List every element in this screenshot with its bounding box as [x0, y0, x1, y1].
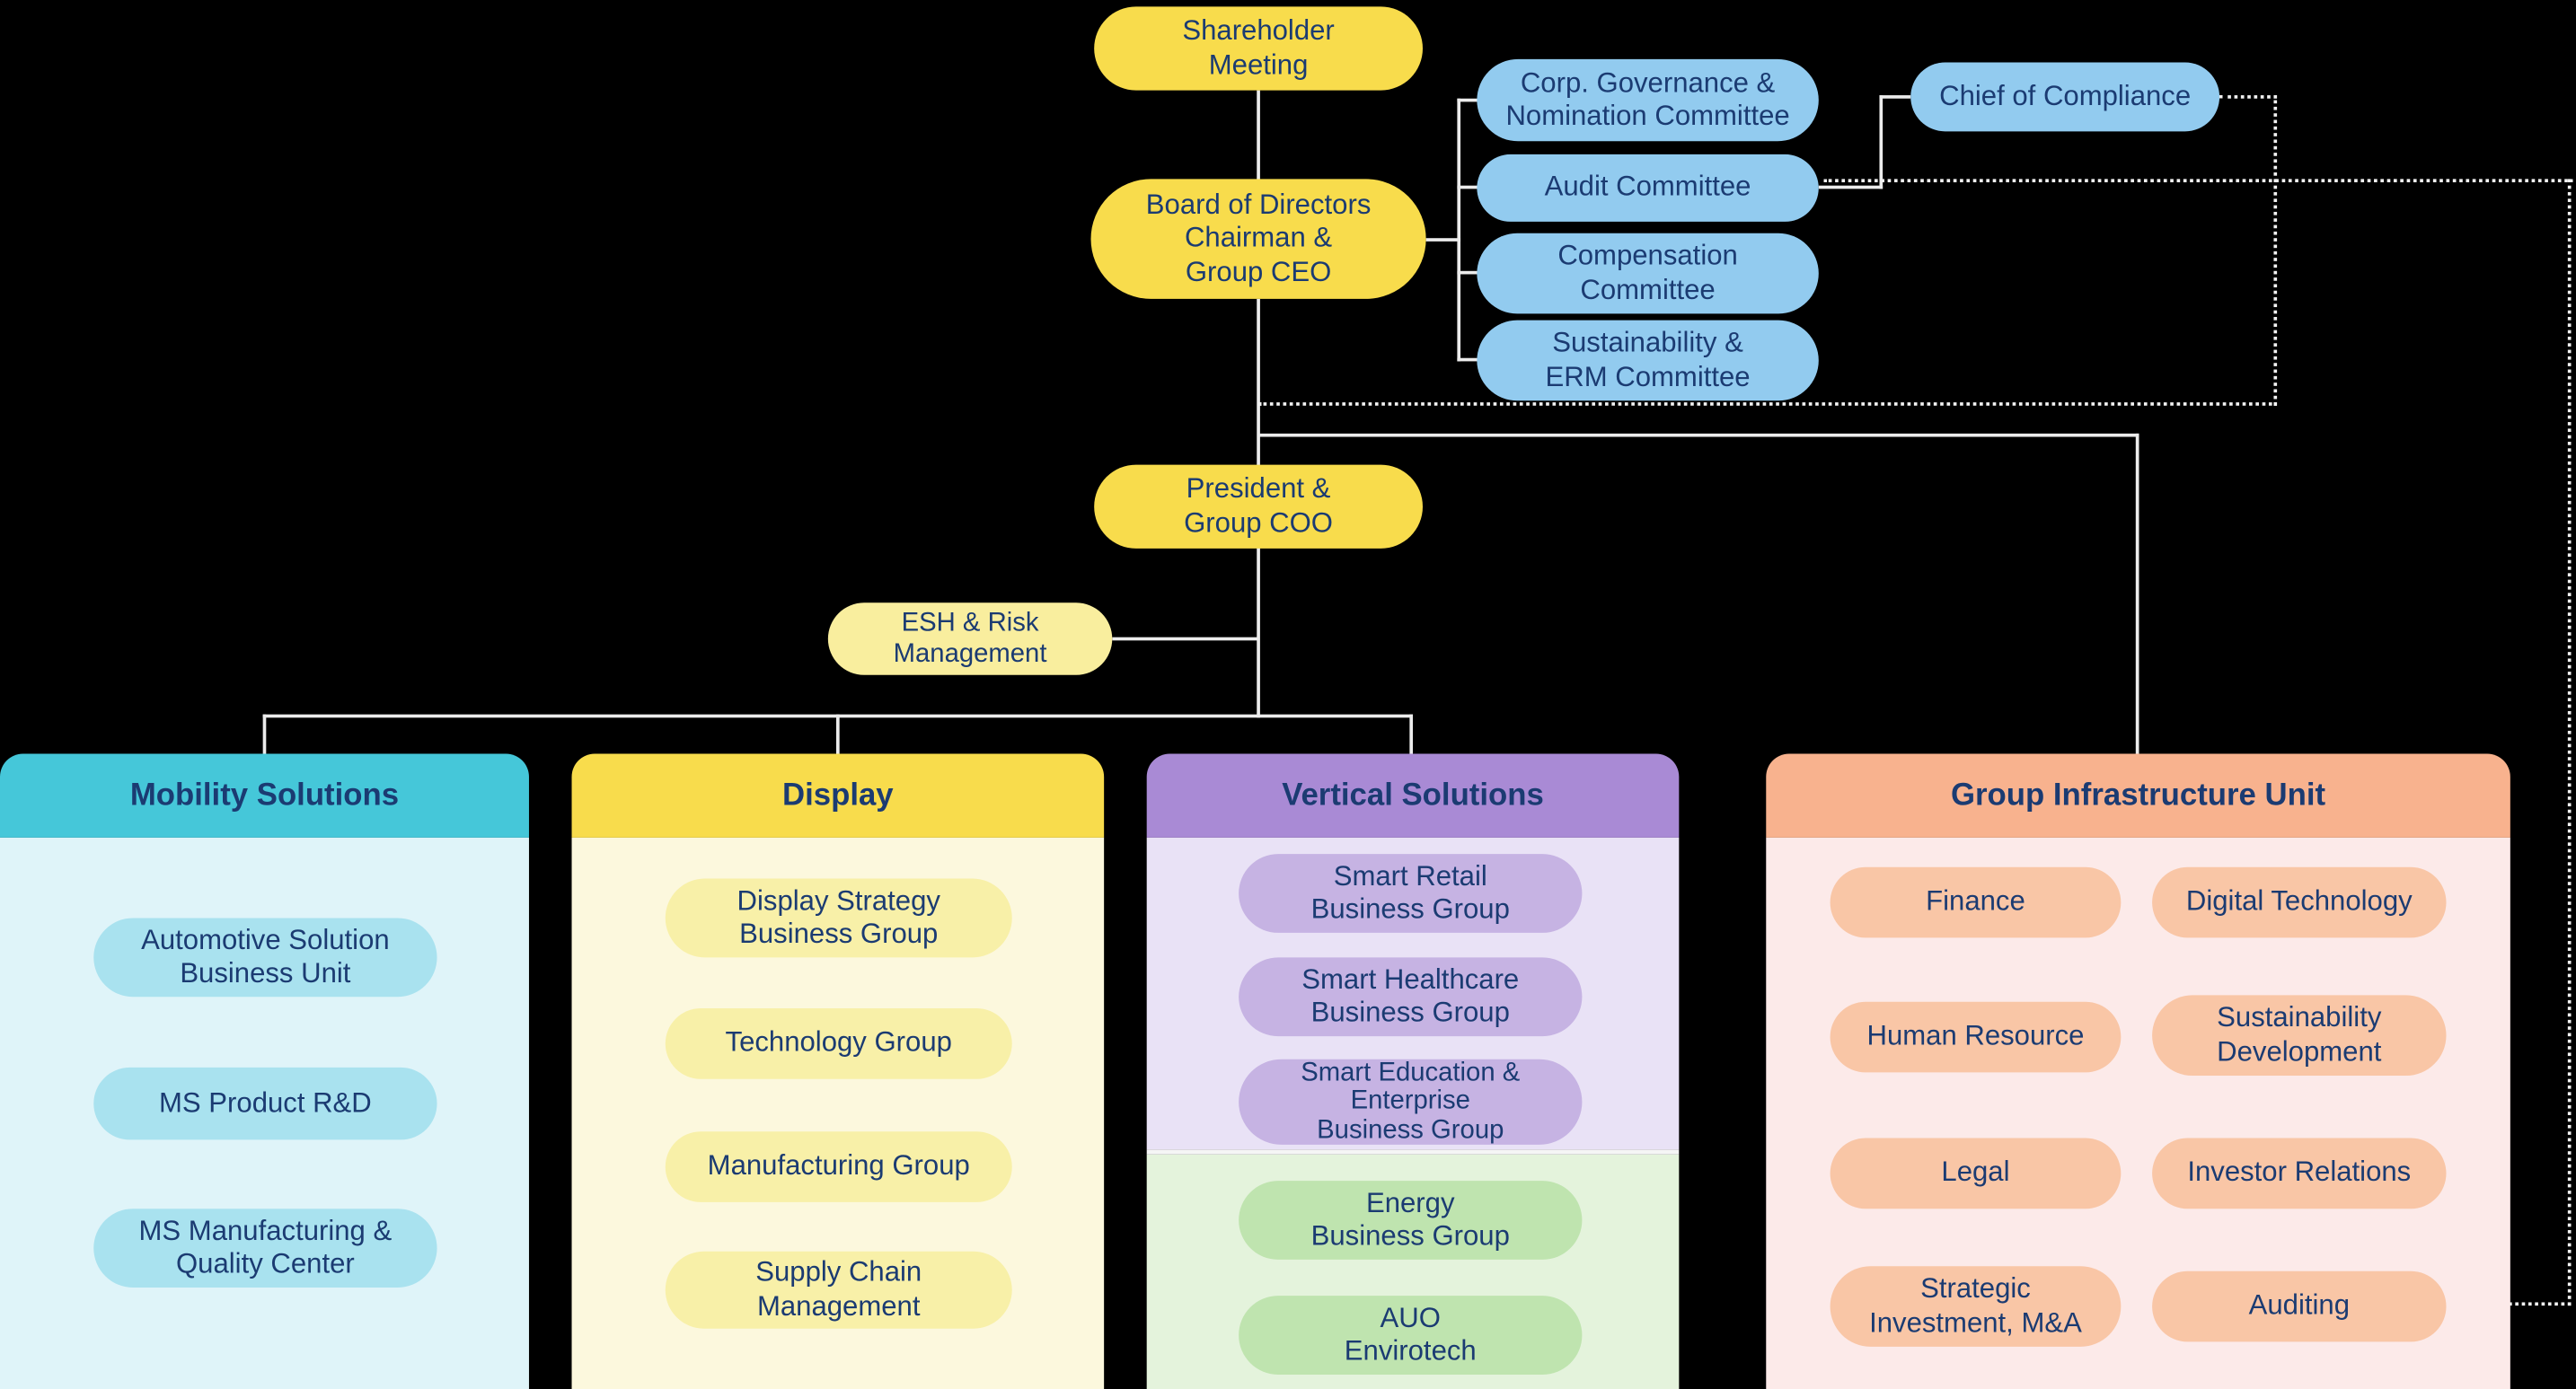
node-chief-of-compliance: Chief of Compliance	[1910, 62, 2220, 132]
node-compensation-committee: Compensation Committee	[1477, 233, 1819, 314]
node-esh-risk-management: ESH & Risk Management	[827, 602, 1113, 675]
unit-smart-retail-bg: Smart Retail Business Group	[1239, 854, 1583, 933]
connector-president-infra-h	[1258, 433, 2139, 437]
unit-strategic-investment-ma: Strategic Investment, M&A	[1830, 1266, 2122, 1347]
connector-drop-mobility	[262, 714, 267, 754]
connector-stub-sustainability	[1457, 357, 1479, 362]
node-sustainability-erm-committee: Sustainability & ERM Committee	[1477, 320, 1819, 401]
node-shareholder-meeting: Shareholder Meeting	[1094, 6, 1423, 91]
unit-digital-technology: Digital Technology	[2152, 866, 2447, 938]
connector-audit-elbow-v	[1879, 95, 1883, 189]
unit-ms-manufacturing-quality: MS Manufacturing & Quality Center	[93, 1209, 437, 1288]
unit-sustainability-development: Sustainability Development	[2152, 995, 2447, 1077]
connector-elbow-chief	[1879, 95, 1911, 99]
connector-president-infra-v	[2135, 433, 2139, 754]
dotted-chief-report-v	[2273, 95, 2278, 406]
connector-stub-audit	[1457, 185, 1479, 189]
unit-supply-chain-management: Supply Chain Management	[665, 1251, 1012, 1329]
unit-display-strategy-bg: Display Strategy Business Group	[665, 878, 1012, 958]
node-president-group-coo: President & Group COO	[1094, 464, 1423, 549]
connector-drop-display	[836, 714, 840, 754]
unit-automotive-solution-bu: Automotive Solution Business Unit	[93, 918, 437, 998]
unit-manufacturing-group: Manufacturing Group	[665, 1131, 1012, 1202]
unit-human-resource: Human Resource	[1830, 1001, 2122, 1073]
dotted-chief-stub	[2219, 95, 2278, 99]
mobility-solutions-header: Mobility Solutions	[0, 753, 529, 838]
unit-ms-product-rd: MS Product R&D	[93, 1067, 437, 1140]
node-board-of-directors: Board of Directors Chairman & Group CEO	[1090, 179, 1426, 299]
connector-stub-governance	[1457, 98, 1479, 102]
vertical-solutions-divider	[1146, 1149, 1680, 1155]
node-corp-governance-committee: Corp. Governance & Nomination Committee	[1477, 58, 1819, 142]
connector-committee-bracket	[1457, 98, 1461, 362]
unit-auditing: Auditing	[2152, 1270, 2447, 1342]
vertical-solutions-header: Vertical Solutions	[1146, 753, 1680, 838]
connector-audit-elbow-h	[1818, 185, 1883, 189]
dotted-chief-report-h	[1258, 402, 2278, 406]
unit-smart-education-enterprise-bg: Smart Education & Enterprise Business Gr…	[1239, 1059, 1583, 1145]
connector-esh	[1112, 637, 1259, 641]
unit-smart-healthcare-bg: Smart Healthcare Business Group	[1239, 957, 1583, 1037]
unit-auo-envirotech: AUO Envirotech	[1239, 1296, 1583, 1375]
dotted-audit-auditing-v	[2567, 179, 2572, 1306]
connector-shareholder-board	[1257, 90, 1260, 181]
unit-investor-relations: Investor Relations	[2152, 1138, 2447, 1209]
group-infrastructure-header: Group Infrastructure Unit	[1766, 753, 2510, 838]
unit-finance: Finance	[1830, 866, 2122, 938]
connector-stub-compensation	[1457, 270, 1479, 275]
connector-board-bracket	[1425, 238, 1461, 242]
unit-energy-bg: Energy Business Group	[1239, 1181, 1583, 1260]
unit-technology-group: Technology Group	[665, 1008, 1012, 1079]
node-audit-committee: Audit Committee	[1477, 154, 1819, 222]
unit-legal: Legal	[1830, 1138, 2122, 1209]
connector-drop-vertical	[1409, 714, 1414, 754]
dotted-audit-auditing-h-top	[1823, 179, 2573, 183]
display-header: Display	[571, 753, 1105, 838]
